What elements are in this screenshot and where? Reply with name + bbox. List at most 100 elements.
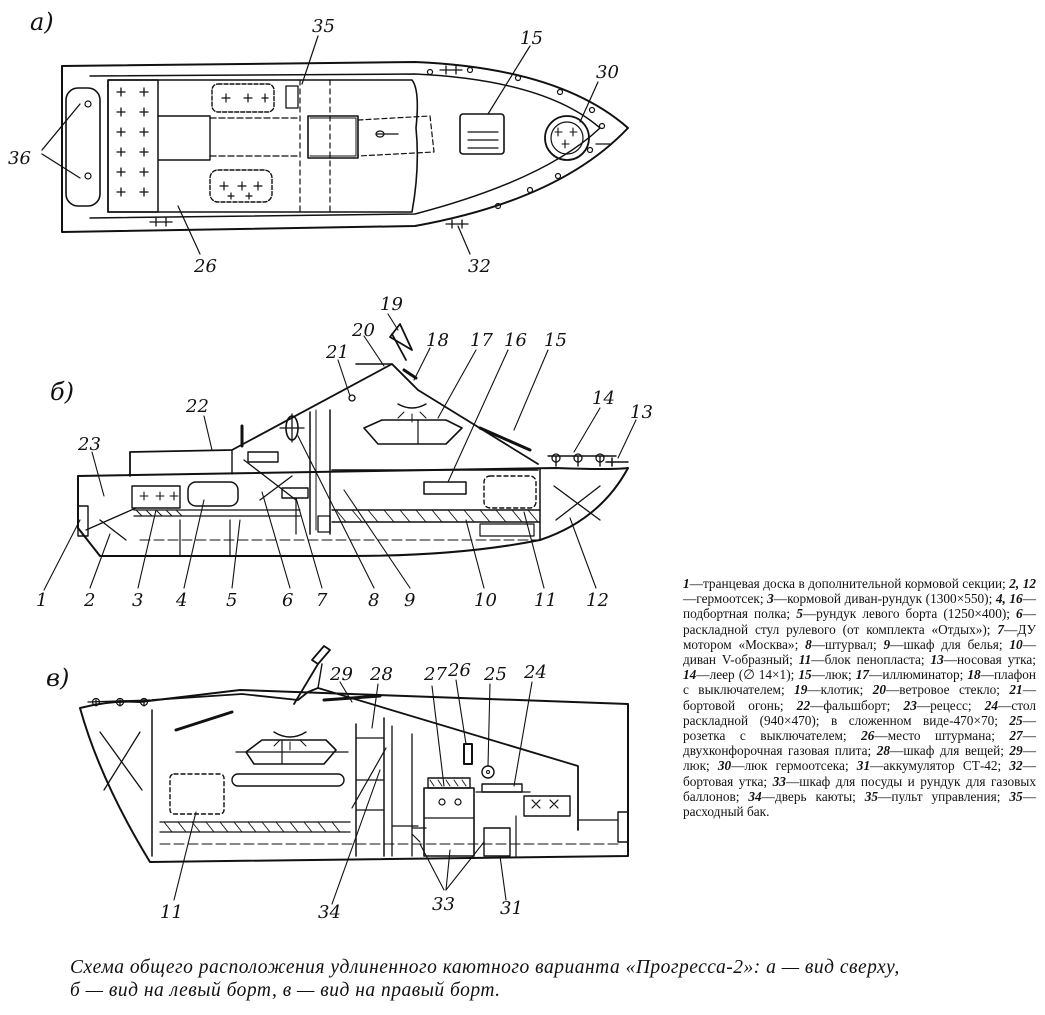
legend-item: 29—люк; bbox=[683, 743, 1036, 773]
legend-item: 30—люк гермоотсека; bbox=[718, 758, 857, 773]
legend-item-number: 3 bbox=[767, 591, 774, 607]
legend-item-text: —ветровое стекло; bbox=[885, 682, 1010, 698]
legend-item-text: —розетка с выключателем; bbox=[683, 712, 1036, 744]
callout-label: 13 bbox=[630, 402, 653, 423]
view-v-right-side bbox=[79, 645, 629, 905]
callout-label: 15 bbox=[520, 28, 543, 49]
legend-item-number: 20 bbox=[872, 682, 886, 698]
callout-label: 10 bbox=[474, 590, 497, 611]
callout-label: 29 bbox=[329, 664, 353, 685]
view-label-v: в) bbox=[46, 664, 69, 692]
callout-label: 36 bbox=[8, 148, 31, 169]
legend-item-number: 2, 12 bbox=[1009, 576, 1037, 591]
legend-item-text: —расходный бак. bbox=[683, 788, 1036, 820]
legend-item: 34—дверь каюты; bbox=[748, 789, 864, 804]
callout-label: 19 bbox=[380, 294, 403, 315]
legend-item-number: 10 bbox=[1009, 636, 1023, 652]
legend-item: 24—стол раскладной (940×470); в сложенно… bbox=[683, 698, 1036, 728]
legend-item-text: —гермоотсек; bbox=[683, 591, 768, 607]
callout-label: 34 bbox=[318, 902, 341, 923]
callout-label: 21 bbox=[325, 342, 349, 363]
legend-item: 21—бортовой огонь; bbox=[683, 682, 1036, 712]
legend-item-number: 14 bbox=[683, 667, 697, 683]
legend-item-text: —люк; bbox=[811, 667, 856, 683]
legend-item-text: —леер (∅ 14×1); bbox=[696, 667, 799, 683]
callout-label: 5 bbox=[226, 590, 237, 611]
legend-item-text: —бортовая утка; bbox=[683, 758, 1036, 789]
caption-line-1: Схема общего расположения удлиненного ка… bbox=[70, 957, 900, 978]
callout-label: 27 bbox=[423, 664, 447, 685]
legend-item: 6—раскладной стул рулевого (от комплекта… bbox=[683, 606, 1036, 636]
callout-label: 32 bbox=[468, 256, 491, 277]
legend-item-text: —бортовой огонь; bbox=[683, 682, 1036, 713]
legend-item-number: 21 bbox=[1009, 682, 1023, 698]
callout-label: 18 bbox=[426, 330, 449, 351]
legend-item-text: —клотик; bbox=[807, 682, 873, 698]
legend-item-number: 18 bbox=[967, 667, 981, 683]
legend-item-number: 9 bbox=[883, 636, 891, 652]
legend-item: 27—двухконфорочная газовая плита; bbox=[683, 728, 1036, 758]
callout-label: 24 bbox=[523, 662, 547, 683]
view-b-left-side bbox=[43, 313, 637, 591]
legend-item: 4, 16—подбортная полка; bbox=[683, 591, 1036, 621]
legend-item: 17—иллюминатор; bbox=[856, 667, 968, 682]
legend-item: 3—кормовой диван-рундук (1300×550); bbox=[767, 591, 996, 606]
legend-item: 7—ДУ мотором «Москва»; bbox=[683, 622, 1036, 652]
legend-item-text: —аккумулятор СТ-42; bbox=[870, 758, 1010, 774]
callout-label: 1 bbox=[36, 590, 47, 611]
legend-item: 22—фальшборт; bbox=[797, 698, 904, 713]
callout-label: 30 bbox=[596, 62, 619, 83]
legend-item: 18—плафон с выключателем; bbox=[683, 667, 1036, 697]
callout-label: 17 bbox=[470, 330, 493, 351]
callout-label: 33 bbox=[432, 894, 455, 915]
callout-label: 22 bbox=[185, 396, 209, 417]
view-label-a: а) bbox=[30, 8, 54, 36]
legend-item: 13—носовая утка; bbox=[930, 652, 1036, 667]
legend-item: 11—блок пенопласта; bbox=[799, 652, 931, 667]
legend-item-number: 6 bbox=[1016, 606, 1023, 622]
callout-label: 16 bbox=[504, 330, 527, 351]
legend-item: 14—леер (∅ 14×1); bbox=[683, 667, 798, 682]
legend-item-number: 32 bbox=[1009, 758, 1023, 774]
legend-item-number: 8 bbox=[805, 636, 812, 652]
callout-label: 26 bbox=[193, 256, 217, 277]
legend-item-text: —люк; bbox=[683, 743, 1036, 774]
legend-item: 32—бортовая утка; bbox=[683, 758, 1036, 788]
callout-label: 20 bbox=[351, 320, 375, 341]
legend-item-text: —люк гермоотсека; bbox=[731, 758, 857, 774]
callout-label: 25 bbox=[483, 664, 507, 685]
legend-item-text: —фальшборт; bbox=[810, 697, 904, 713]
legend-item-text: —шкаф для белья; bbox=[890, 636, 1010, 652]
callout-label: 15 bbox=[544, 330, 567, 351]
callout-label: 3 bbox=[132, 590, 143, 611]
callout-label: 11 bbox=[534, 590, 557, 611]
legend-item-number: 24 bbox=[984, 697, 999, 713]
view-label-b: б) bbox=[50, 378, 74, 406]
legend-item: 10—диван V-образный; bbox=[683, 637, 1036, 667]
legend-item-number: 23 bbox=[903, 697, 917, 713]
legend-item-number: 15 bbox=[798, 667, 812, 683]
legend-item-text: —плафон с выключателем; bbox=[683, 667, 1036, 698]
legend-item-text: —ДУ мотором «Москва»; bbox=[683, 621, 1036, 652]
legend-item-number: 4, 16 bbox=[995, 591, 1023, 607]
legend-item-text: —раскладной стул рулевого (от комплекта … bbox=[683, 606, 1036, 637]
legend-item-number: 25 bbox=[1009, 712, 1023, 728]
legend-item: 8—штурвал; bbox=[805, 637, 883, 652]
legend-item-number: 28 bbox=[876, 743, 891, 759]
callout-label: 7 bbox=[316, 590, 328, 611]
legend-item-number: 31 bbox=[856, 758, 871, 774]
legend-item: 25—розетка с выключателем; bbox=[683, 713, 1036, 743]
legend-item: 20—ветровое стекло; bbox=[873, 682, 1010, 697]
legend-item-number: 33 bbox=[772, 773, 786, 789]
legend-item-text: —шкаф для вещей; bbox=[890, 743, 1010, 759]
legend-item-number: 30 bbox=[717, 758, 732, 774]
legend-item-number: 11 bbox=[798, 652, 812, 668]
legend-item: 31—аккумулятор СТ-42; bbox=[857, 758, 1010, 773]
callout-label: 11 bbox=[160, 902, 183, 923]
legend-item-text: —транцевая доска в дополнительной кормов… bbox=[689, 576, 1010, 591]
legend-item-number: 1 bbox=[683, 576, 690, 591]
legend-item: 9—шкаф для белья; bbox=[883, 637, 1009, 652]
legend-item-text: —рундук левого борта (1250×400); bbox=[802, 606, 1017, 622]
legend-item-text: —подбортная полка; bbox=[683, 591, 1037, 622]
